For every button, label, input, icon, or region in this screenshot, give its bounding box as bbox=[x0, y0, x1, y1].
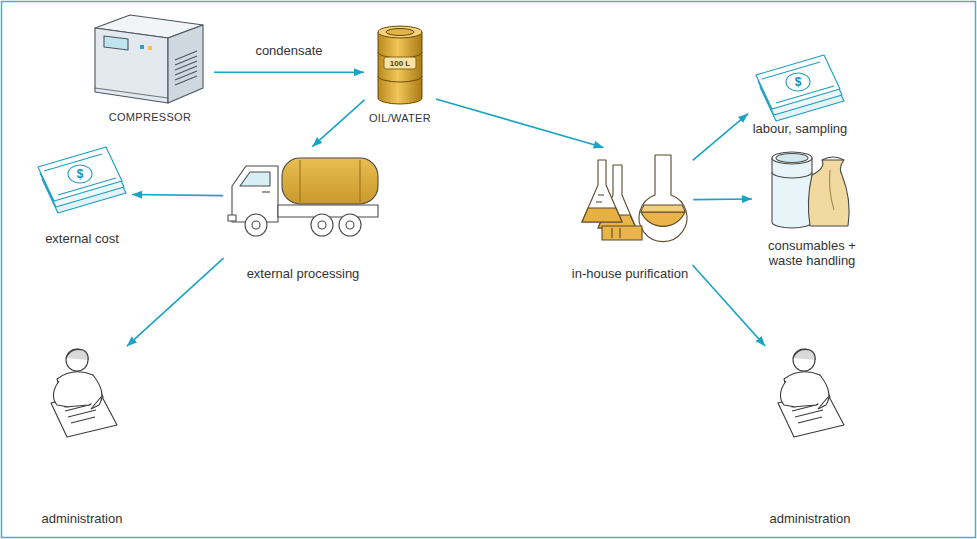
edge-label: condensate bbox=[252, 43, 325, 58]
flow-arrow bbox=[127, 258, 224, 346]
flow-arrow bbox=[693, 114, 748, 161]
flow-arrow bbox=[693, 198, 752, 200]
currency-symbol: $ bbox=[795, 75, 802, 89]
node-label: consumables + waste handling bbox=[757, 238, 867, 268]
administration-node: administration bbox=[39, 340, 126, 529]
administration-node: administration bbox=[767, 340, 854, 529]
flow-arrow bbox=[132, 195, 223, 196]
cost-node: external cost bbox=[34, 140, 130, 249]
money-icon bbox=[756, 55, 844, 121]
compressor-node: COMPRESSOR bbox=[88, 12, 212, 128]
icon-space bbox=[37, 143, 127, 231]
icon-space bbox=[228, 151, 378, 266]
node-label: OIL/WATER bbox=[369, 111, 431, 126]
flow-arrow bbox=[693, 265, 766, 346]
money-icon bbox=[38, 147, 126, 213]
flasks-icon bbox=[582, 155, 687, 242]
flow-arrow bbox=[214, 72, 364, 74]
node-label: COMPRESSOR bbox=[109, 110, 191, 125]
purification-node: in-house purification bbox=[569, 148, 691, 284]
consumables-icon bbox=[772, 152, 849, 228]
consumables-node: consumables + waste handling bbox=[754, 140, 870, 271]
currency-symbol: $ bbox=[77, 167, 84, 181]
administration-icon bbox=[778, 349, 844, 437]
flow-arrow bbox=[312, 100, 364, 147]
node-label: administration bbox=[42, 511, 123, 526]
node-label: external cost bbox=[45, 231, 119, 246]
capacity-label: 100 L bbox=[390, 59, 410, 68]
barrel-icon bbox=[378, 26, 422, 104]
node-label: labour, sampling bbox=[753, 121, 848, 136]
truck-icon bbox=[228, 158, 378, 236]
flow-arrow bbox=[436, 99, 604, 147]
icon-space bbox=[771, 343, 849, 511]
administration-icon bbox=[51, 349, 117, 437]
icon-space bbox=[770, 143, 854, 238]
icon-space bbox=[91, 15, 209, 110]
node-label: external processing bbox=[247, 266, 360, 281]
barrel-node: OIL/WATER bbox=[366, 20, 434, 129]
compressor-icon bbox=[95, 15, 203, 103]
icon-space bbox=[43, 343, 121, 511]
node-label: administration bbox=[770, 511, 851, 526]
node-label: in-house purification bbox=[572, 266, 688, 281]
labour-node: labour, sampling bbox=[750, 50, 851, 139]
truck-node: external processing bbox=[225, 148, 381, 284]
icon-space bbox=[575, 151, 685, 266]
